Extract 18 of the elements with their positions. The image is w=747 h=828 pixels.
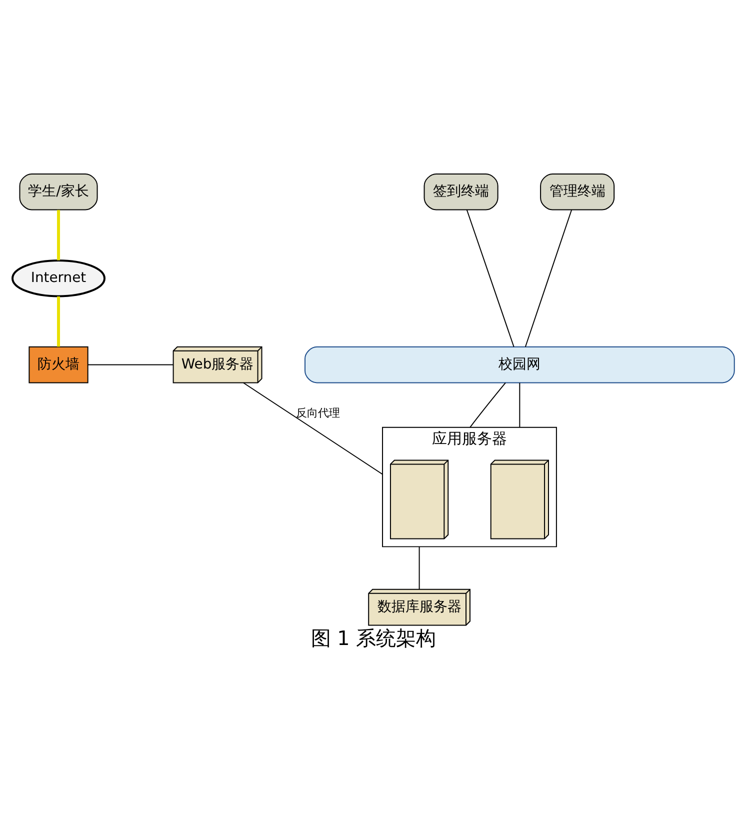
cluster: 应用服务器 xyxy=(382,426,557,547)
node-box: 学生/家长 xyxy=(19,172,98,210)
node-ellipse: Internet xyxy=(12,258,106,297)
connector xyxy=(243,382,384,474)
connector xyxy=(524,208,572,347)
connector xyxy=(57,209,60,260)
connector xyxy=(418,546,420,590)
node-box: 管理终端 xyxy=(540,172,615,210)
node-box: 校园网 xyxy=(304,346,735,383)
node-box: 签到终端 xyxy=(424,172,498,210)
caption: 图 1 系统架构 xyxy=(310,626,436,650)
connector xyxy=(57,296,60,346)
connector xyxy=(519,382,520,428)
connector xyxy=(88,364,174,365)
connector xyxy=(469,382,506,428)
edge-label: 反向代理 xyxy=(296,406,340,419)
connector xyxy=(466,208,514,347)
node-box: 防火墙 xyxy=(28,346,88,383)
